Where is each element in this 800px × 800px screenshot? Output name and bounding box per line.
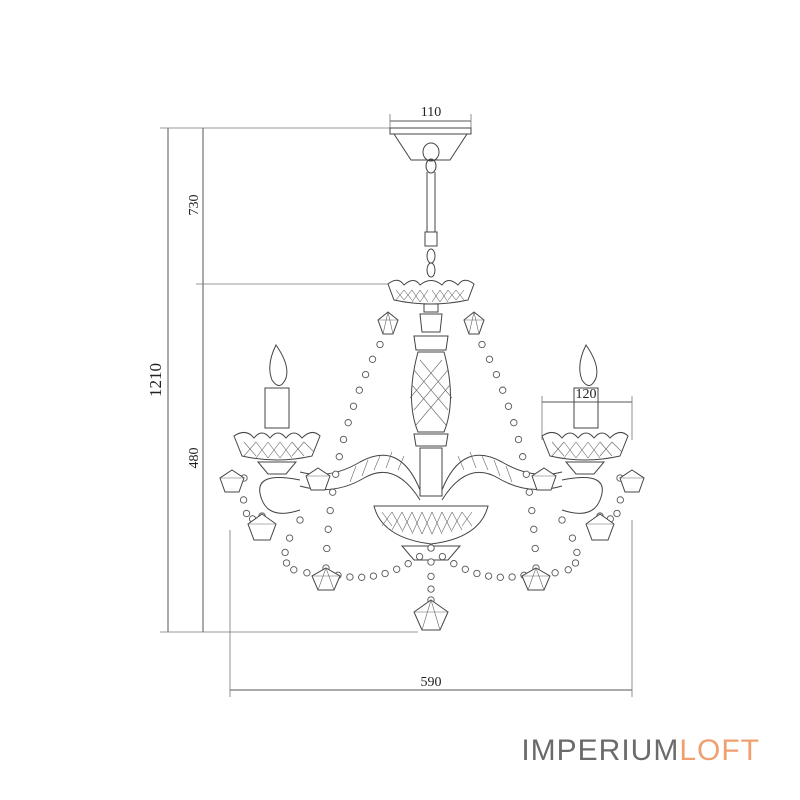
bead	[530, 525, 538, 533]
bead	[358, 573, 366, 581]
bead	[438, 552, 447, 561]
bead	[323, 544, 331, 553]
right-candle	[541, 344, 629, 475]
bead	[404, 560, 412, 568]
bead	[531, 544, 539, 553]
bead	[573, 548, 581, 557]
crystal-top-left	[377, 311, 399, 335]
crystal-left-cup	[219, 467, 331, 541]
bead	[290, 566, 298, 574]
chandelier	[219, 127, 645, 631]
bead	[339, 435, 348, 444]
dim-body-height: 480	[187, 448, 202, 469]
brand-part-imperium: IMPERIUM	[521, 734, 679, 767]
bead	[510, 419, 518, 427]
dim-total-height: 1210	[146, 363, 165, 397]
canopy	[389, 127, 472, 174]
crystal-top-right	[463, 311, 485, 335]
bead	[504, 402, 513, 410]
bead	[349, 402, 358, 410]
bead	[376, 340, 384, 349]
bead	[346, 573, 354, 581]
dimension-lines	[160, 114, 633, 697]
bead	[613, 509, 621, 518]
brand-part-loft: LOFT	[679, 734, 760, 767]
dim-canopy-width: 110	[421, 105, 441, 120]
bead	[326, 506, 334, 515]
crystal-right-low	[521, 567, 551, 591]
brand-logo: IMPERIUMLOFT	[521, 734, 760, 767]
bead	[427, 572, 435, 581]
bead	[571, 559, 580, 567]
crystal-left-low	[311, 567, 341, 591]
crystal-pendants	[219, 311, 645, 631]
bead	[285, 534, 294, 542]
bead	[303, 569, 311, 577]
bead	[368, 355, 377, 363]
bead	[361, 370, 370, 379]
bead	[473, 569, 481, 578]
bead	[427, 585, 435, 593]
bead	[525, 488, 533, 496]
bead	[239, 496, 248, 504]
dim-total-width: 590	[421, 675, 442, 690]
bead	[369, 572, 378, 580]
dimension-labels: 110 730 1210 480 120 590	[146, 105, 597, 690]
bead	[485, 355, 494, 363]
bead	[296, 516, 304, 524]
bead	[344, 419, 352, 427]
bead	[568, 534, 577, 542]
bead	[427, 544, 435, 552]
crystal-right-cup	[531, 467, 645, 541]
main-bowl	[373, 505, 489, 561]
dim-cup-width: 120	[576, 387, 597, 402]
bead	[616, 496, 624, 504]
bead	[558, 516, 566, 524]
top-crown	[387, 279, 475, 305]
bead	[393, 565, 401, 573]
bead	[496, 573, 504, 581]
bead	[281, 548, 289, 557]
bead	[564, 566, 572, 574]
bead	[519, 453, 527, 461]
chain-rod	[424, 172, 438, 278]
bead	[528, 506, 536, 515]
bead	[478, 340, 486, 349]
bead	[355, 386, 363, 394]
bead-garlands	[239, 326, 624, 604]
bead	[492, 370, 501, 379]
bead	[427, 558, 435, 566]
bead	[329, 488, 337, 496]
dim-chain-length: 730	[187, 195, 202, 216]
bead	[242, 509, 251, 518]
bead	[282, 559, 291, 567]
bead	[381, 569, 389, 578]
bead	[522, 470, 530, 478]
bead	[450, 560, 458, 568]
bead	[324, 525, 332, 533]
bead	[332, 470, 340, 478]
bead	[508, 573, 516, 581]
bead	[551, 569, 559, 577]
bead	[499, 386, 507, 394]
left-candle	[233, 344, 321, 475]
bead	[514, 435, 523, 444]
bead	[461, 565, 469, 573]
crystal-bottom	[413, 599, 449, 631]
bead	[415, 552, 424, 561]
bead	[484, 572, 493, 580]
central-stem	[409, 303, 453, 497]
bead	[335, 453, 343, 461]
